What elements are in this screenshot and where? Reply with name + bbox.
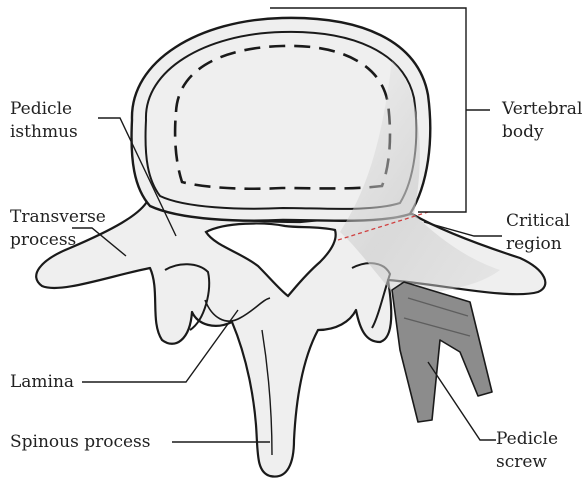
transverse-process-label-line2: process bbox=[10, 229, 106, 252]
pedicle-isthmus-label-line1: Pedicle bbox=[10, 98, 78, 121]
pedicle-isthmus-label: Pedicle isthmus bbox=[10, 98, 78, 144]
critical-region-label-line2: region bbox=[506, 233, 570, 256]
pedicle-isthmus-label-line2: isthmus bbox=[10, 121, 78, 144]
critical-region-label: Critical region bbox=[506, 210, 570, 256]
vertebral-body-label-line2: body bbox=[502, 121, 582, 144]
pedicle-screw bbox=[392, 282, 492, 422]
critical-region-label-line1: Critical bbox=[506, 210, 570, 233]
pedicle-screw-label: Pedicle screw bbox=[496, 428, 558, 474]
transverse-process-label-line1: Transverse bbox=[10, 206, 106, 229]
pedicle-screw-label-line1: Pedicle bbox=[496, 428, 558, 451]
spinous-process-label: Spinous process bbox=[10, 431, 151, 454]
vertebral-body-label: Vertebral body bbox=[502, 98, 582, 144]
lamina-label: Lamina bbox=[10, 371, 74, 394]
vertebral-body-label-line1: Vertebral bbox=[502, 98, 582, 121]
transverse-process-label: Transverse process bbox=[10, 206, 106, 252]
pedicle-screw-label-line2: screw bbox=[496, 451, 558, 474]
